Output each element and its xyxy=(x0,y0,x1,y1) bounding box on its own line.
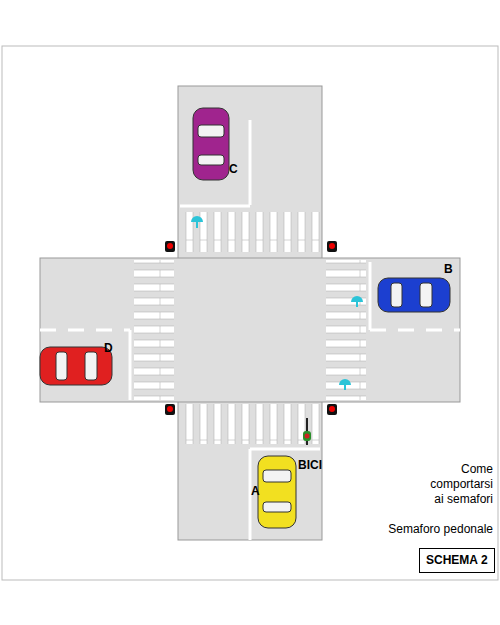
schema-box: SCHEMA 2 xyxy=(419,548,495,573)
box-text: SCHEMA 2 xyxy=(426,553,488,568)
car-letter: A xyxy=(251,484,260,499)
car-letter: C xyxy=(229,162,238,177)
bike-label: BICI xyxy=(298,458,322,473)
car-letter: B xyxy=(444,262,453,277)
car-letter: D xyxy=(104,341,113,356)
legend-note: Semaforo pedonale xyxy=(388,522,493,537)
legend-note: Come comportarsi ai semafori xyxy=(423,462,493,507)
